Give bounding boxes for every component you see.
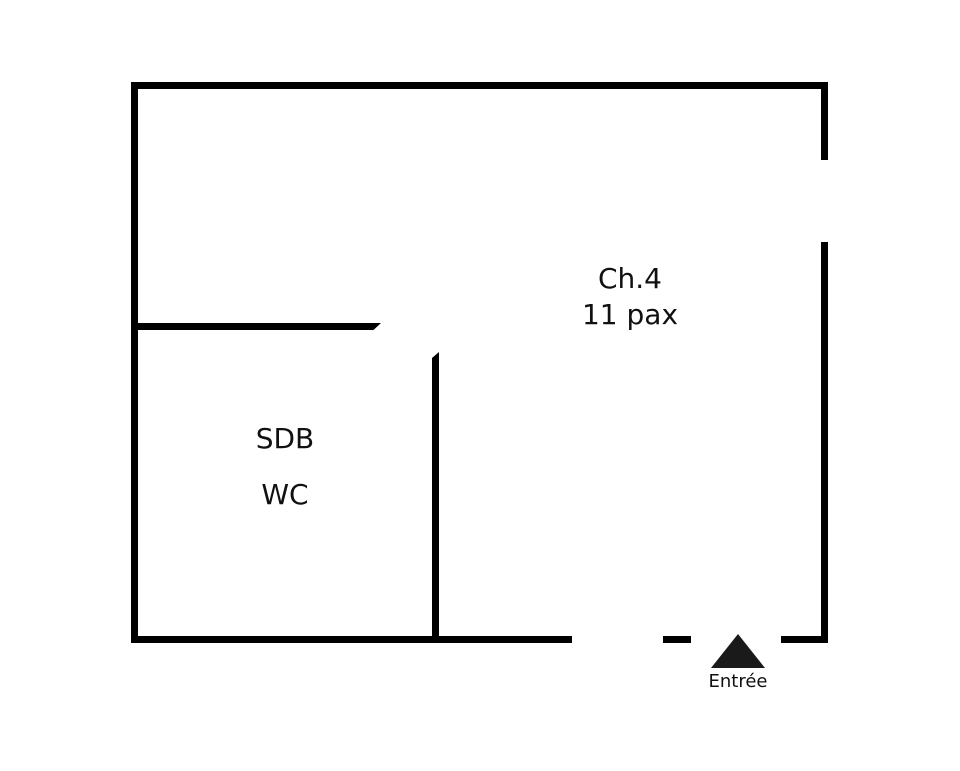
room-label-bathroom: SDB WC [225,421,345,513]
bottom-wall-door-segment [663,636,691,643]
room-name: Ch.4 [597,262,662,295]
left-wall [131,82,138,643]
triangle-up-icon [711,634,765,668]
room-label-bedroom: Ch.4 11 pax [560,261,700,333]
bathroom-top-wall [131,323,381,330]
bottom-wall-left [131,636,572,643]
top-wall [131,82,828,89]
room-secondary: WC [261,478,309,511]
right-wall-upper [821,82,828,160]
right-wall-lower [821,242,828,643]
bathroom-right-wall [432,352,439,643]
entrance-label: Entrée [708,671,768,692]
room-capacity: 11 pax [581,298,679,331]
bottom-wall-right [781,636,828,643]
room-name: SDB [255,422,315,455]
